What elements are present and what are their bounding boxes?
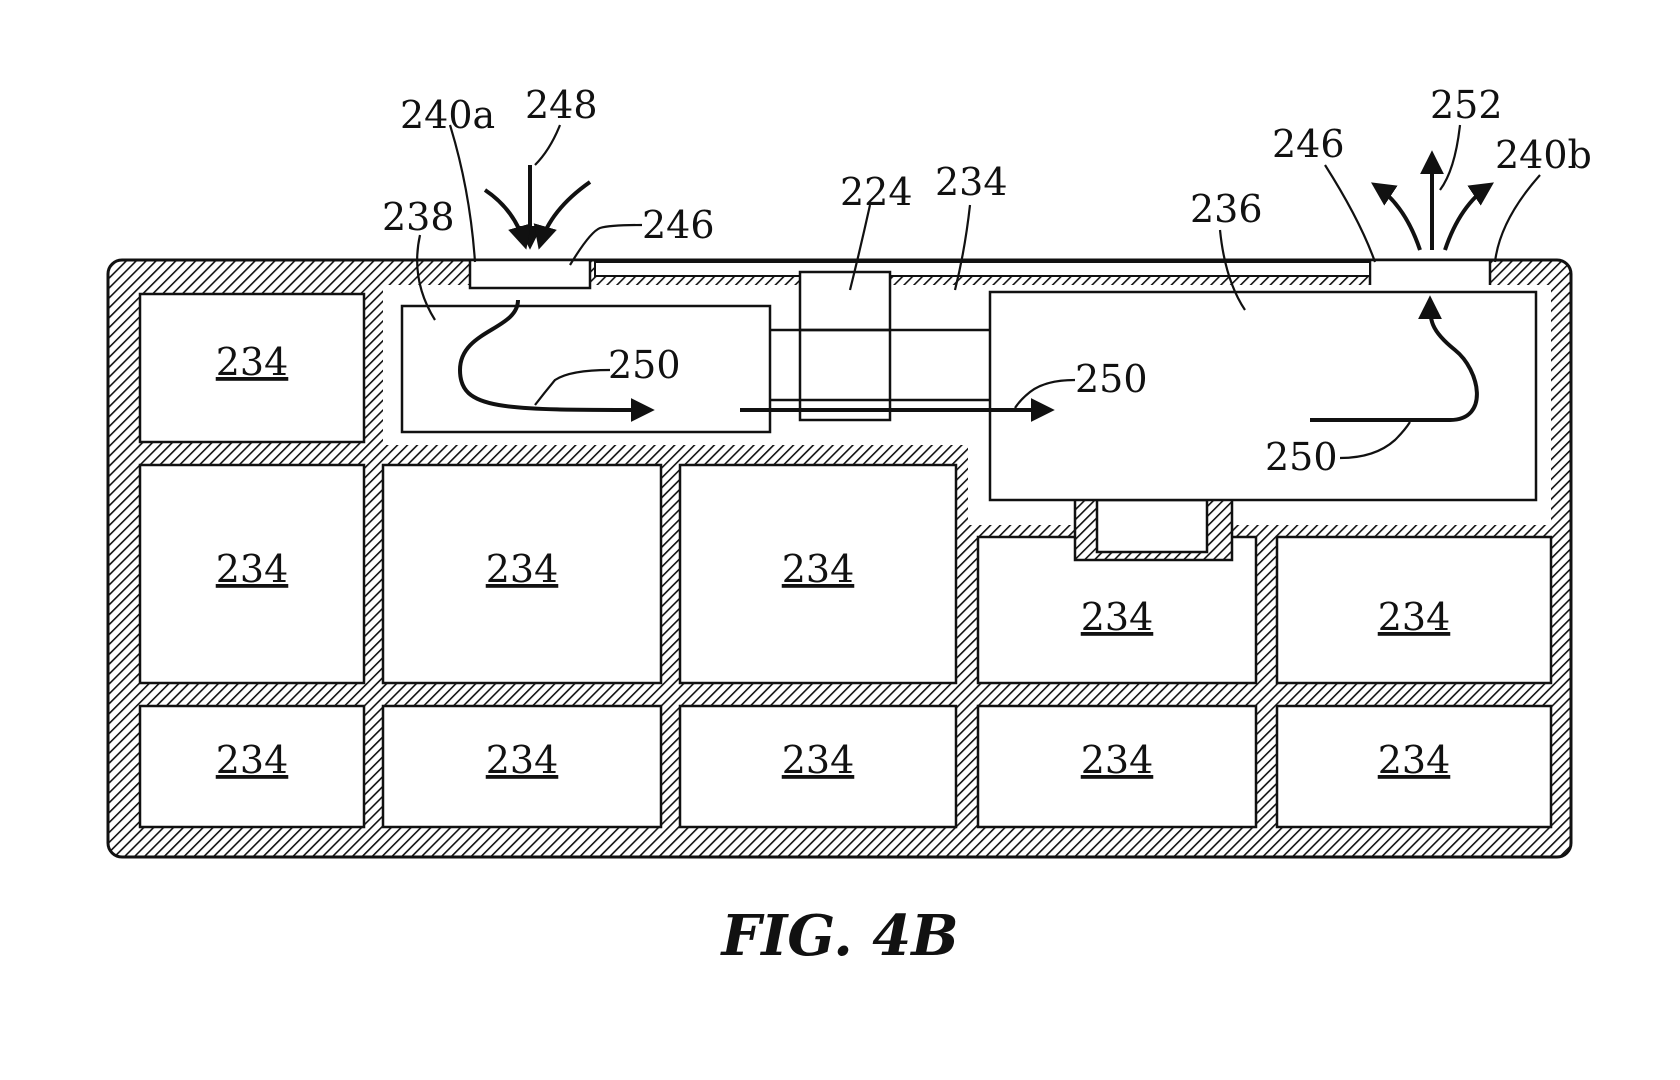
cell-r1-c1	[138, 292, 366, 444]
leader-250-right	[1339, 421, 1411, 460]
ref-246-right: 246	[1272, 122, 1345, 166]
component-236	[988, 290, 1538, 502]
ref-248: 248	[525, 83, 598, 127]
leader-250-mid	[1014, 378, 1076, 409]
cell-r2-c3	[678, 463, 958, 685]
leader-234-top	[953, 204, 972, 291]
leader-250-left	[534, 368, 611, 406]
cell-r2-c4	[976, 535, 1258, 685]
cell-r2-c1-label: 234	[216, 547, 289, 591]
cell-r2-c5-label: 234	[1378, 595, 1451, 639]
leader-240b	[1493, 174, 1541, 263]
top-wall-gap	[594, 261, 1371, 277]
ref-240a: 240a	[400, 93, 495, 137]
ref-250-right: 250	[1265, 435, 1338, 479]
component-224	[798, 270, 892, 422]
leader-248	[534, 124, 562, 166]
cell-r3-c4-label: 234	[1081, 738, 1154, 782]
outlet-opening	[1368, 258, 1492, 290]
inflow-arrow-right	[533, 180, 592, 250]
leader-246-left	[569, 223, 643, 266]
ref-250-left: 250	[608, 343, 681, 387]
flow-arrows	[457, 150, 1494, 422]
cell-r3-c3	[678, 704, 958, 829]
cell-r2-c2-label: 234	[486, 547, 559, 591]
cell-r3-c3-label: 234	[782, 738, 855, 782]
ref-246-left: 246	[642, 203, 715, 247]
ref-240b: 240b	[1495, 133, 1592, 177]
cell-r3-c5	[1275, 704, 1553, 829]
ref-224: 224	[840, 170, 913, 214]
leader-224	[848, 204, 872, 291]
cell-r2-c2	[381, 463, 663, 685]
cell-r2-c1	[138, 463, 366, 685]
ref-252: 252	[1430, 83, 1503, 127]
cell-labels: 234 234 234 234 234 234 234 234 234 234 …	[216, 340, 1451, 782]
ref-236: 236	[1190, 187, 1263, 231]
flow-path-right	[1310, 295, 1479, 422]
leader-238	[416, 234, 436, 321]
leader-236	[1218, 229, 1246, 311]
leader-246-right	[1324, 164, 1377, 263]
cell-r3-c1	[138, 704, 366, 829]
cell-r3-c1-label: 234	[216, 738, 289, 782]
cell-r1-c1-label: 234	[216, 340, 289, 384]
leader-252	[1439, 124, 1462, 191]
cells	[138, 292, 1553, 829]
reference-labels: 240a 248 238 246 224 234 236 246 252 240…	[382, 83, 1592, 479]
figure-caption: FIG. 4B	[719, 903, 958, 969]
outflow-arrow-right	[1443, 182, 1494, 251]
flow-path-left	[457, 299, 655, 422]
leader-lines	[416, 124, 1541, 460]
inflow-arrow-left	[483, 188, 532, 250]
inlet-opening	[468, 258, 592, 290]
ref-238: 238	[382, 195, 455, 239]
outflow-arrow-left	[1371, 182, 1422, 251]
leader-240a	[448, 124, 477, 263]
component-238	[400, 304, 772, 434]
cell-r3-c2-label: 234	[486, 738, 559, 782]
ref-234-top: 234	[935, 160, 1008, 204]
cell-r2-c5	[1275, 535, 1553, 685]
cell-r3-c5-label: 234	[1378, 738, 1451, 782]
ref-250-mid: 250	[1075, 357, 1148, 401]
cell-r2-c3-label: 234	[782, 547, 855, 591]
cell-r2-c4-label: 234	[1081, 595, 1154, 639]
notch-inner	[1095, 498, 1209, 554]
cell-r3-c2	[381, 704, 663, 829]
cell-r3-c4	[976, 704, 1258, 829]
